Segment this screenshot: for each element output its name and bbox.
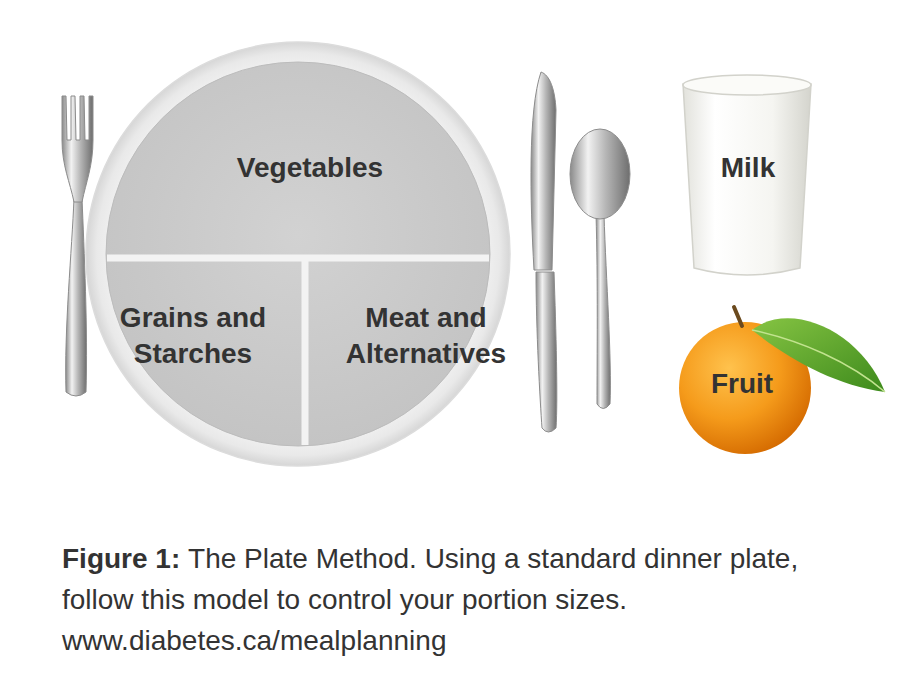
knife bbox=[531, 72, 557, 432]
plate-divider bbox=[107, 255, 489, 262]
plate-divider bbox=[302, 258, 309, 445]
spoon bbox=[570, 129, 630, 409]
plate-center bbox=[106, 62, 490, 446]
food-group-label: Milk bbox=[692, 150, 804, 186]
orange-fruit bbox=[679, 307, 885, 454]
figure-number: Figure 1: bbox=[62, 543, 180, 574]
spoon-handle bbox=[596, 214, 610, 409]
spoon-bowl bbox=[570, 129, 630, 219]
milk-glass bbox=[683, 75, 811, 275]
food-group-label: Fruit bbox=[691, 366, 793, 402]
fork-handle bbox=[66, 198, 87, 396]
plate-section: Vegetables bbox=[180, 148, 440, 188]
food-group-label: Vegetables bbox=[184, 150, 436, 186]
milk-glass-label-box: Milk bbox=[688, 148, 808, 188]
glass-body bbox=[683, 84, 811, 275]
figure-caption: Figure 1:The Plate Method. Using a stand… bbox=[62, 538, 862, 661]
knife-handle bbox=[536, 272, 557, 432]
plate-rim bbox=[86, 42, 510, 466]
plate bbox=[86, 42, 510, 466]
knife-blade bbox=[531, 72, 556, 270]
food-group-label: Meat and Alternatives bbox=[325, 300, 527, 373]
plate-section: Grains and Starches bbox=[103, 298, 283, 375]
fruit-label-box: Fruit bbox=[687, 364, 797, 404]
glass-rim bbox=[683, 75, 811, 95]
orange-stem bbox=[734, 307, 742, 326]
plate-section: Meat and Alternatives bbox=[321, 298, 531, 375]
fork-head bbox=[62, 96, 93, 202]
food-group-label: Grains and Starches bbox=[107, 300, 279, 373]
